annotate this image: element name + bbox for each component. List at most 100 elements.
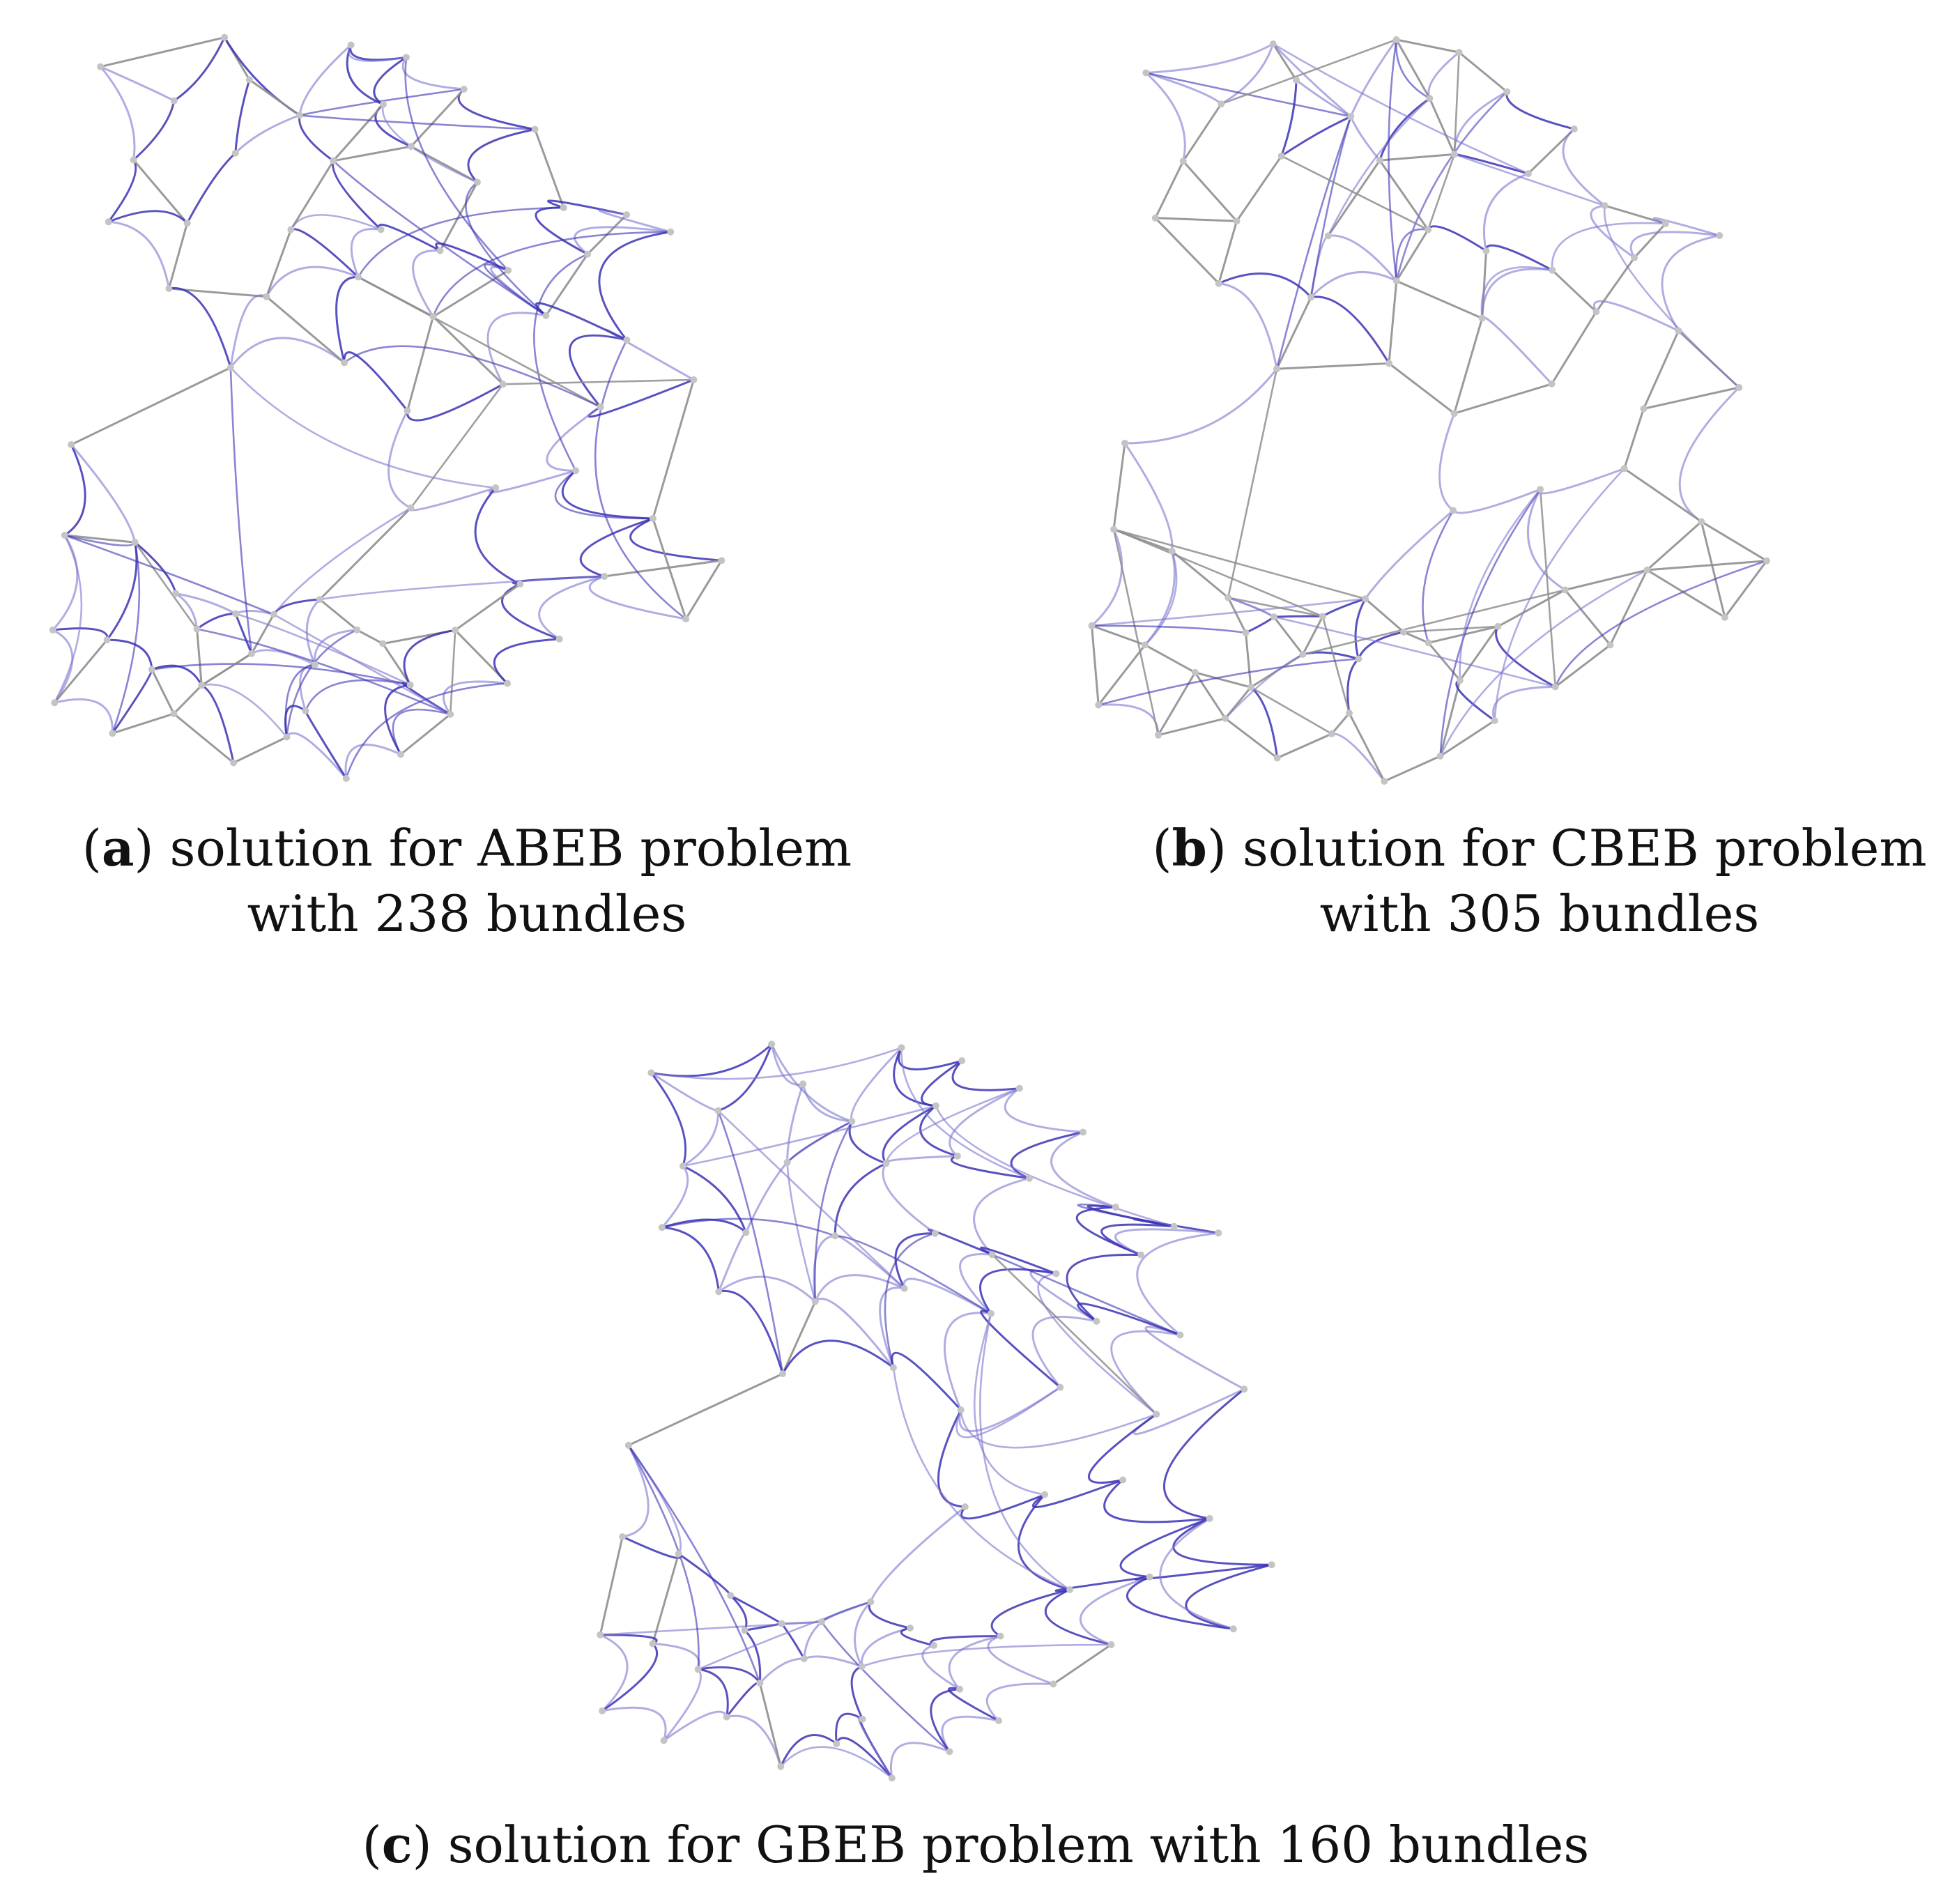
edge: [197, 628, 451, 716]
edge: [350, 228, 381, 278]
node: [1675, 327, 1682, 335]
edge: [1066, 1253, 1142, 1323]
edge: [1590, 204, 1635, 259]
edge: [196, 629, 203, 686]
edges-c: [599, 1043, 1273, 1779]
edge: [387, 410, 412, 509]
edge: [781, 1339, 894, 1374]
edge: [1280, 115, 1351, 158]
edge: [1182, 103, 1222, 162]
node: [287, 226, 295, 233]
edge: [1395, 39, 1431, 100]
edge: [1453, 318, 1484, 414]
node: [777, 1763, 785, 1770]
node: [1218, 100, 1225, 108]
edge: [349, 45, 407, 61]
edge: [134, 542, 177, 594]
edge: [554, 470, 653, 520]
node: [831, 1232, 839, 1240]
node: [1107, 1641, 1115, 1648]
node: [1385, 360, 1392, 367]
edge: [1098, 644, 1146, 706]
edge: [1379, 153, 1455, 162]
edge: [290, 160, 335, 231]
edge: [814, 1298, 895, 1369]
panel-b-graph: [1059, 14, 1798, 801]
node: [930, 1642, 937, 1649]
edge: [305, 599, 321, 666]
edge: [1031, 1315, 1097, 1388]
edge: [1404, 625, 1498, 634]
edge: [937, 1409, 965, 1508]
edge: [173, 712, 235, 764]
edge: [1480, 266, 1553, 318]
edge: [449, 630, 456, 714]
edge: [1135, 1563, 1272, 1581]
edge: [882, 1162, 936, 1235]
edge: [599, 1634, 629, 1712]
edge: [132, 159, 188, 224]
edge: [684, 560, 723, 620]
node: [1142, 641, 1149, 649]
edge: [943, 1312, 992, 1411]
node: [1450, 151, 1458, 158]
node: [436, 247, 444, 254]
edge: [273, 613, 451, 716]
edge: [1629, 231, 1720, 259]
edge: [1091, 528, 1123, 627]
edge: [947, 1687, 999, 1722]
edge: [1227, 597, 1275, 618]
edge: [1113, 528, 1323, 617]
node: [848, 1118, 856, 1126]
node: [232, 610, 240, 617]
edge: [745, 1161, 788, 1234]
edge: [1154, 160, 1185, 219]
edge: [132, 100, 176, 161]
edge: [1562, 128, 1606, 207]
node: [397, 751, 404, 758]
edge: [1327, 160, 1381, 237]
edge: [1224, 653, 1303, 719]
edge: [959, 1252, 992, 1314]
edge: [868, 1601, 911, 1629]
edge: [781, 1622, 806, 1659]
edge: [987, 1635, 1054, 1685]
edge: [1136, 1231, 1219, 1336]
edge: [502, 378, 694, 385]
node: [799, 1080, 807, 1088]
node: [270, 611, 277, 618]
caption-b: (b) solution for CBEB problem with 305 b…: [1152, 818, 1927, 943]
edge: [318, 598, 358, 631]
node: [1307, 293, 1315, 301]
edge: [1453, 52, 1460, 155]
edge: [314, 629, 358, 665]
node: [961, 1503, 969, 1511]
edge: [319, 575, 605, 601]
node: [505, 267, 512, 274]
edge: [501, 583, 560, 640]
node: [597, 1631, 604, 1638]
edge: [1388, 280, 1398, 364]
edge: [1280, 79, 1298, 157]
node: [49, 627, 56, 634]
edge: [882, 1105, 937, 1165]
edge: [1273, 615, 1323, 618]
edge: [1422, 509, 1454, 643]
node: [682, 615, 690, 623]
edge: [457, 88, 535, 131]
edge: [1303, 589, 1566, 656]
edge: [223, 36, 300, 116]
nodes-c: [597, 1041, 1275, 1782]
node: [504, 680, 512, 687]
edge: [1439, 569, 1648, 757]
edge: [298, 44, 352, 116]
edge: [1303, 651, 1359, 660]
edge: [1218, 272, 1312, 298]
caption-b-letter: b: [1172, 818, 1207, 877]
node: [624, 1441, 632, 1449]
edge: [718, 1275, 816, 1303]
edge: [1604, 204, 1666, 225]
edge: [1647, 560, 1767, 571]
edge: [1273, 616, 1304, 655]
edge: [652, 379, 695, 519]
